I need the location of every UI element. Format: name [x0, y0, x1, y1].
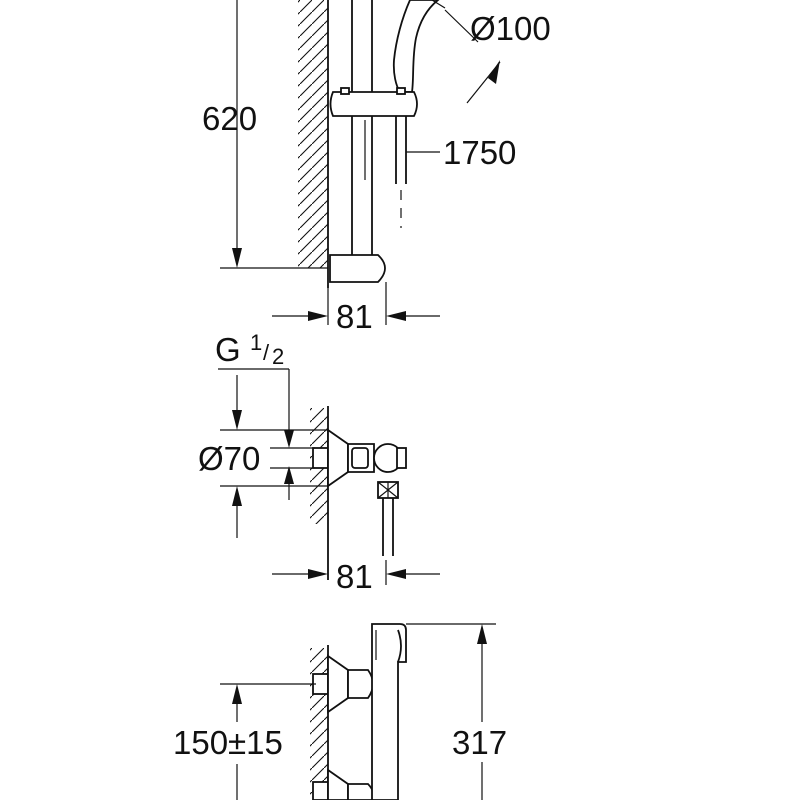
wall-hatch-top — [298, 0, 328, 268]
mixer-height-label: 317 — [452, 724, 507, 761]
slider-knob-2 — [396, 87, 406, 95]
dim-100-arrow — [488, 60, 500, 84]
valve-cap — [396, 447, 407, 469]
dim-81-top-left-arrow — [308, 311, 328, 321]
thread-slash-label: / — [263, 340, 270, 365]
bottom-bracket — [329, 254, 386, 283]
dim-81-mid-left-arrow — [308, 569, 328, 579]
mixer-body — [371, 623, 407, 800]
hose — [395, 116, 407, 184]
hose-length-label: 1750 — [443, 134, 516, 171]
valve-hose — [382, 498, 394, 556]
dim-70-top-arrow — [232, 410, 242, 430]
dim-100-line — [444, 9, 479, 43]
thread-bottom-arrow — [284, 466, 294, 484]
wall-valve-view: G 1 / 2 Ø70 81 — [198, 330, 440, 595]
dim-150-top-arrow — [232, 684, 242, 704]
dim-317-top-arrow — [477, 624, 487, 644]
slider-knob — [340, 87, 350, 95]
thread-prefix-label: G — [215, 331, 241, 368]
inlet-spacing-label: 150±15 — [173, 724, 283, 761]
thread-denominator-label: 2 — [272, 344, 284, 369]
valve-inlet — [312, 447, 329, 469]
valve-nut — [351, 447, 369, 469]
rail-height-label: 620 — [202, 100, 257, 137]
flange-diameter-label: Ø70 — [198, 440, 260, 477]
valve-flange — [327, 428, 349, 488]
upper-flange — [327, 654, 349, 714]
upper-eccentric — [347, 669, 374, 699]
mixer-handle — [397, 629, 402, 663]
valve-wall-offset-label: 81 — [336, 558, 373, 595]
thread-arrow — [284, 430, 294, 448]
lower-eccentric — [347, 783, 375, 800]
wall-hatch-bottom — [310, 648, 328, 800]
slider-holder — [329, 91, 418, 117]
dim-81-mid-right-arrow — [386, 569, 406, 579]
mixer-view: 317 150±15 — [173, 623, 507, 800]
dim-620-arrow — [232, 248, 242, 268]
hose-nut-knurl — [377, 481, 399, 499]
lower-flange — [327, 768, 349, 800]
rail-bar — [351, 0, 373, 255]
thread-numerator-label: 1 — [250, 330, 262, 355]
rail-wall-offset-label: 81 — [336, 298, 373, 335]
hand-shower-rim — [431, 0, 446, 9]
hand-shower — [392, 0, 440, 93]
showerhead-diameter-label: Ø100 — [470, 10, 551, 47]
shower-rail-view: 620 Ø100 1750 81 — [202, 0, 551, 335]
dim-70-bottom-arrow — [232, 486, 242, 506]
dim-81-top-right-arrow — [386, 311, 406, 321]
lower-inlet — [312, 781, 329, 800]
